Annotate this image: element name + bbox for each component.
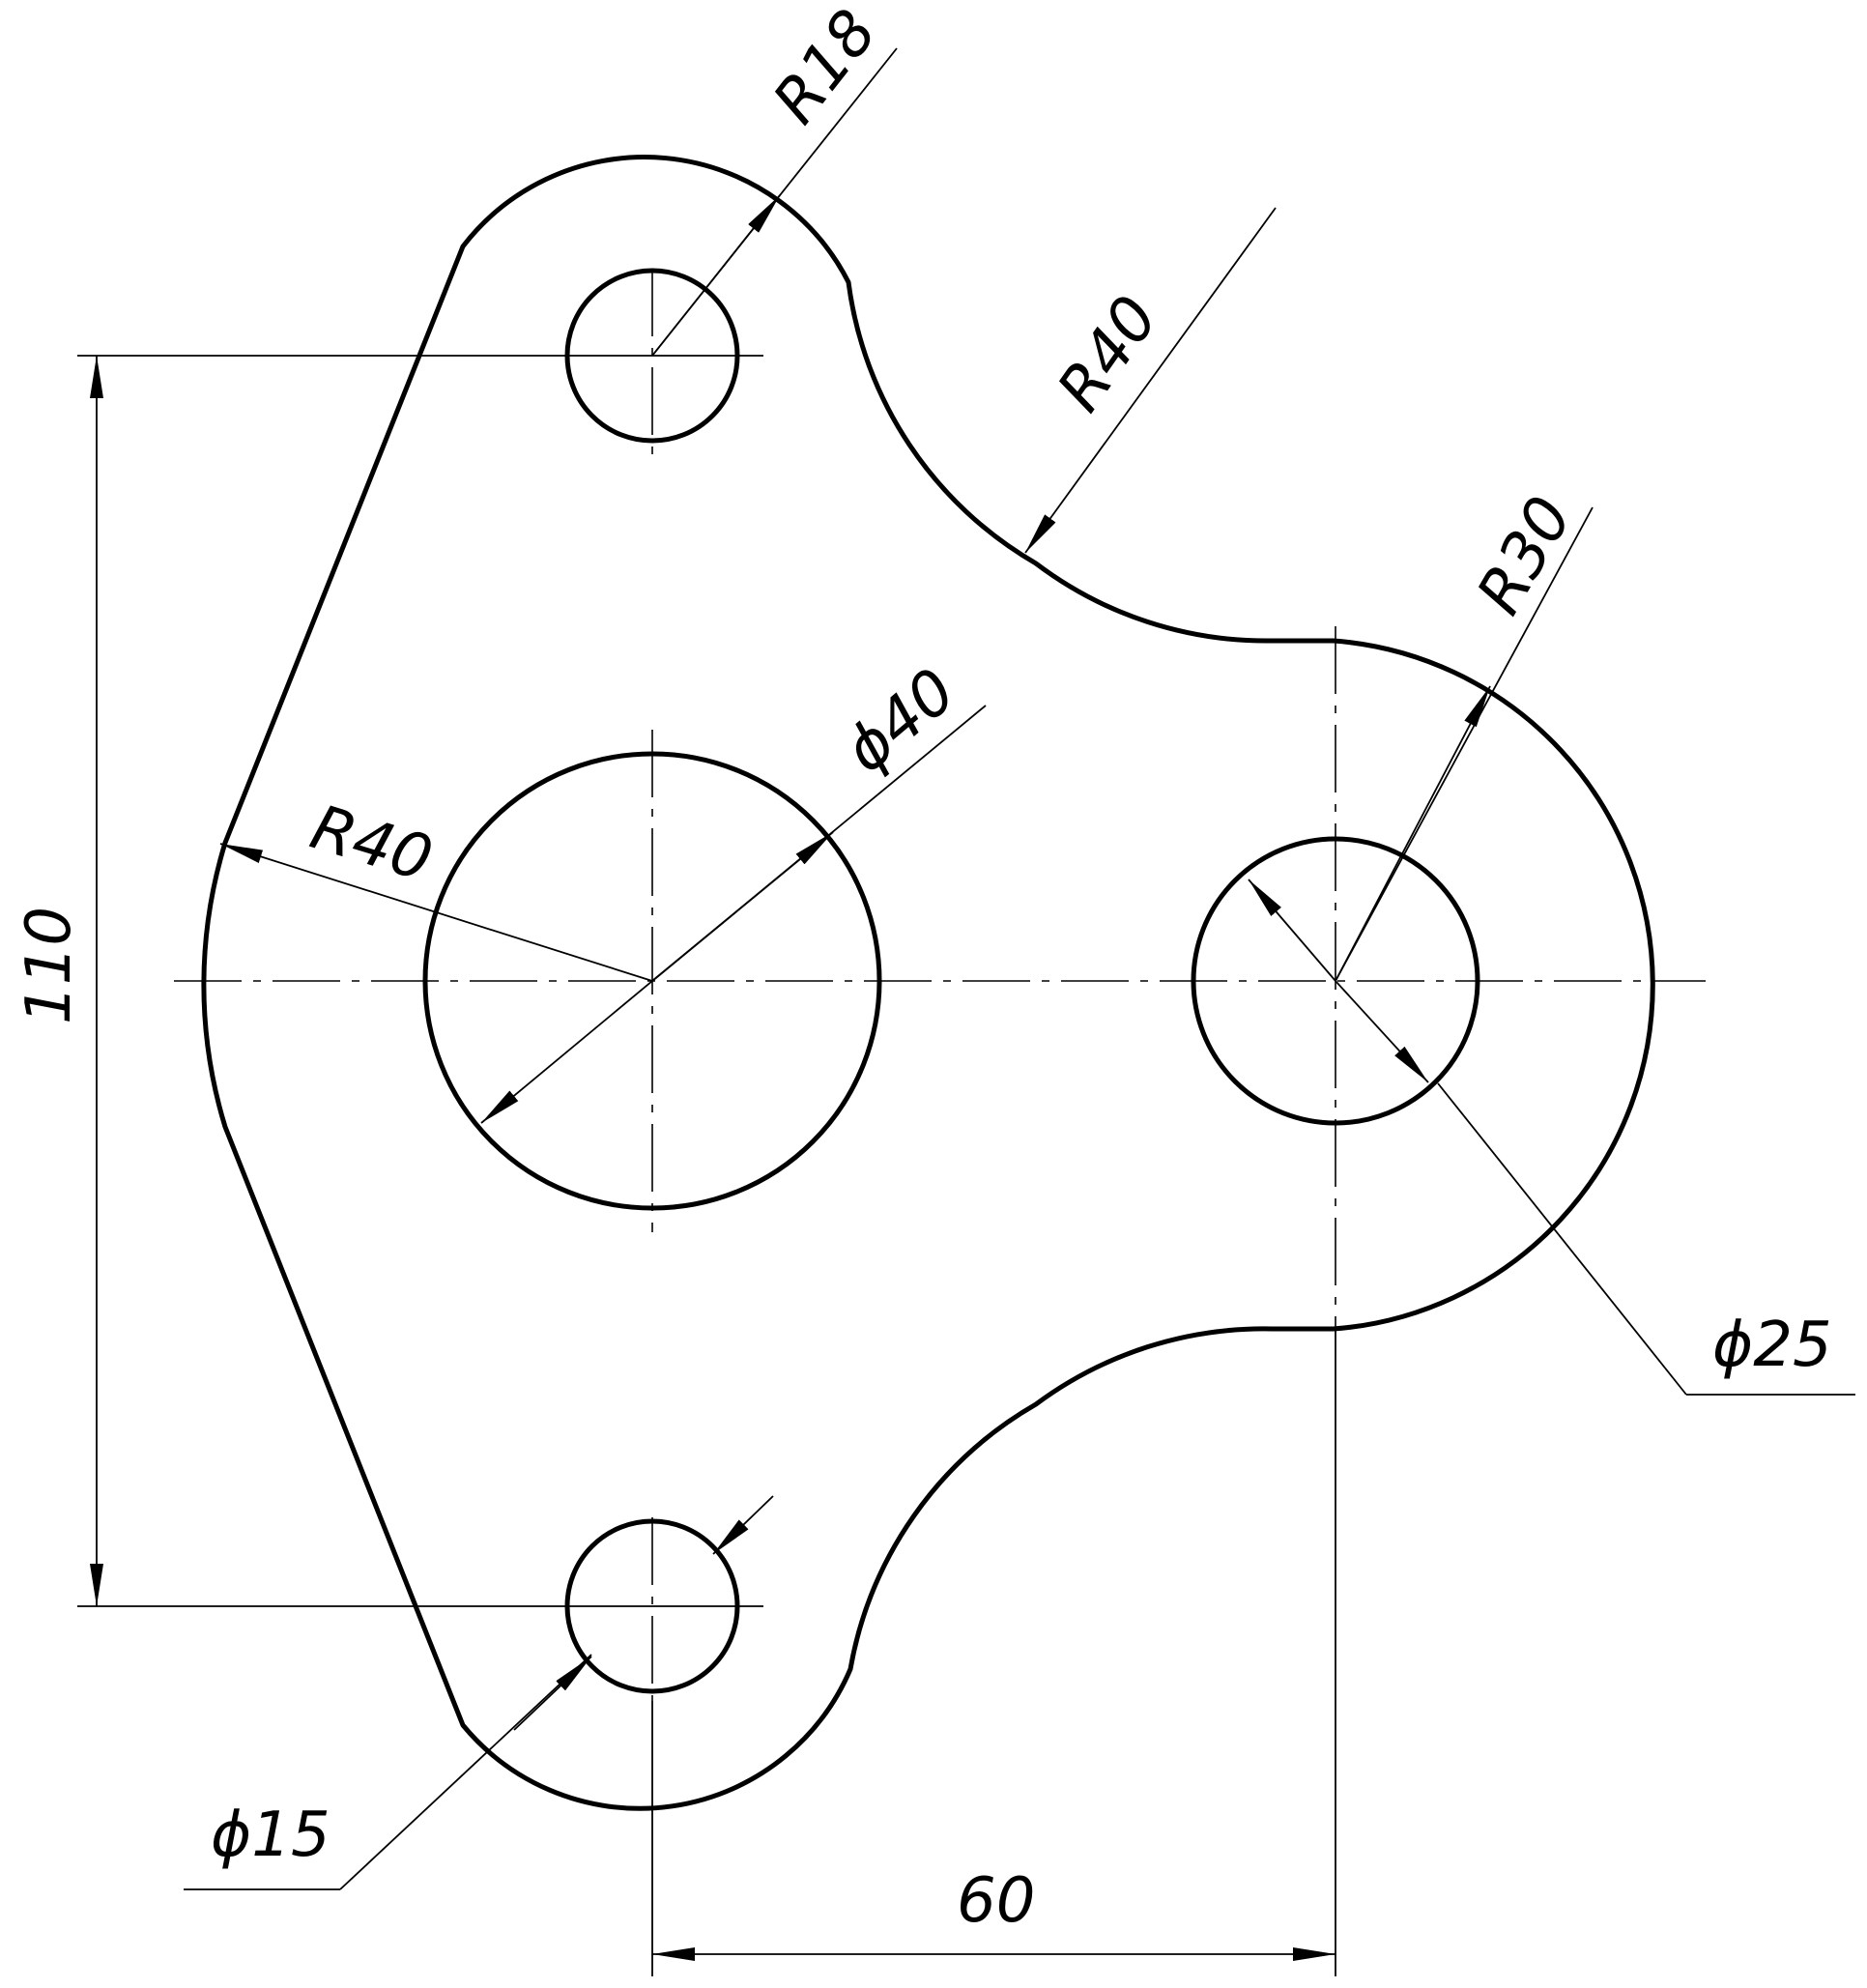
d15-leader-line: [339, 1654, 592, 1890]
r40-top-leader-line: [1024, 207, 1277, 554]
d25-arrow-line: [1335, 980, 1429, 1083]
dimension-label-60: 60: [957, 1865, 1035, 1937]
dimension-label-110: 110: [14, 907, 85, 1024]
dimension-label-d15: ϕ15: [211, 1800, 330, 1871]
r18-arrow-line: [651, 194, 781, 357]
r40-left-leader-line: [219, 843, 653, 982]
r30-leader-line: [1335, 506, 1594, 982]
d40-arrow-line: [480, 980, 653, 1124]
d25-arrow-line: [1248, 879, 1336, 982]
dimension-label-r18: R18: [760, 0, 891, 137]
dimension-label-r40-top: R40: [1044, 284, 1172, 425]
part-outline: [201, 155, 1655, 1811]
d40-arrow-line: [651, 831, 834, 982]
dimension-label-d40: ϕ40: [832, 655, 969, 787]
dimension-label-r30: R30: [1464, 485, 1587, 626]
dimension-label-r40-left: R40: [302, 792, 440, 897]
d15-arrow-line: [712, 1495, 774, 1555]
dimension-label-d25: ϕ25: [1712, 1310, 1832, 1381]
d25-leader-line: [1437, 1082, 1687, 1396]
d15-arrow-line: [513, 1656, 592, 1731]
r30-arrow-line: [1335, 685, 1491, 982]
